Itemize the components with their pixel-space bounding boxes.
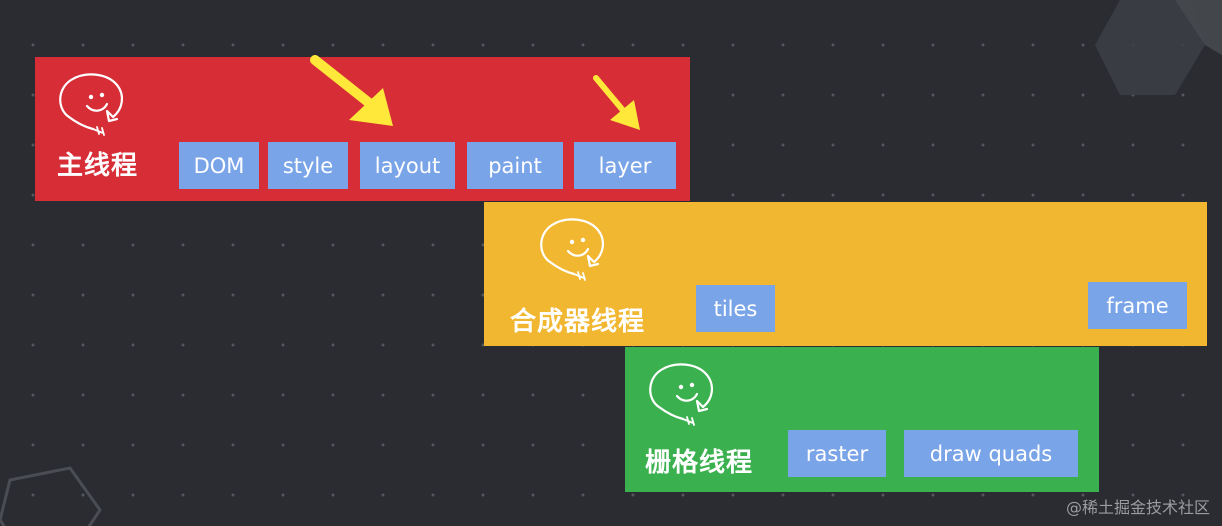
hexagon-outline-bottom-left [0,466,102,526]
step-style: style [268,142,348,189]
arrow-to-layout-icon [310,55,393,126]
watermark: @稀土掘金技术社区 [1065,498,1210,517]
smiling-speech-bubble-icon [59,73,123,136]
main-thread-panel: 主线程 DOM style layout paint layer [35,57,690,201]
step-tiles: tiles [696,285,775,332]
step-raster: raster [788,430,886,477]
smiling-speech-bubble-icon [540,218,604,281]
smiling-speech-bubble-icon [649,363,713,426]
compositor-thread-panel: 合成器线程 tiles frame [484,202,1207,346]
arrow-to-layer-icon [593,75,640,130]
step-layer: layer [574,142,676,189]
raster-thread-label: 栅格线程 [645,448,754,478]
main-thread-label: 主线程 [57,151,139,181]
step-layout: layout [360,142,455,189]
step-dom: DOM [179,142,259,189]
hexagon-decoration-top-right [1095,0,1222,95]
step-paint: paint [467,142,563,189]
raster-thread-panel: 栅格线程 raster draw quads [625,347,1099,492]
compositor-thread-label: 合成器线程 [510,307,646,337]
step-draw-quads: draw quads [904,430,1078,477]
step-frame: frame [1088,282,1187,329]
